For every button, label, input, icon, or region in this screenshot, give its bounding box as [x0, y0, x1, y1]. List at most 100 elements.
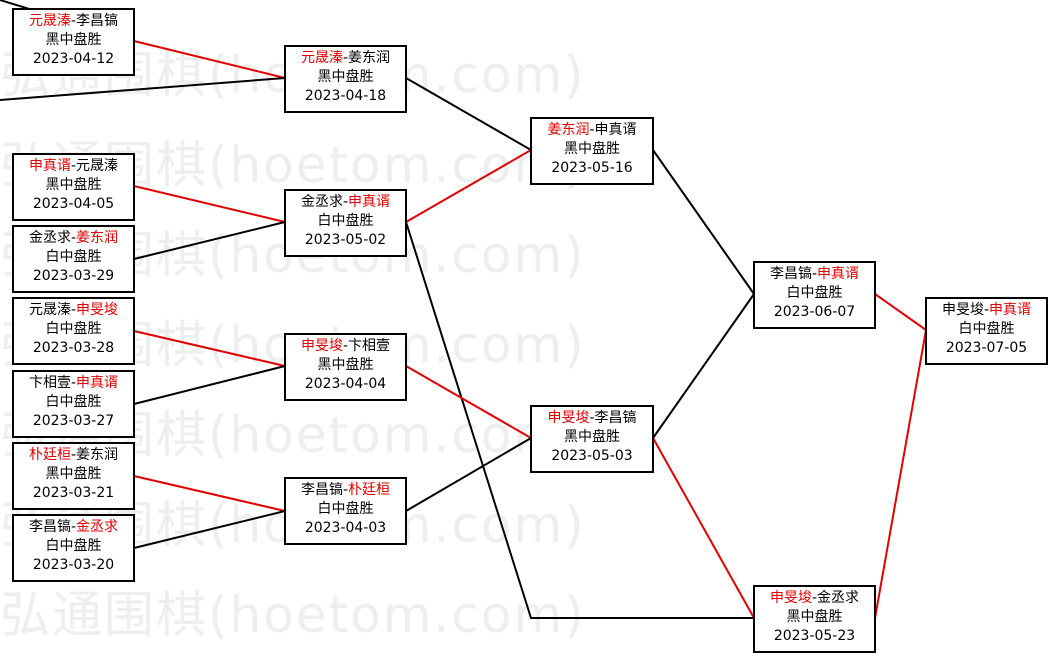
- player-black: 元晟溱: [300, 50, 343, 66]
- game-date: 2023-07-05: [945, 340, 1028, 356]
- separator: -: [589, 122, 595, 138]
- game-date: 2023-05-02: [304, 232, 387, 248]
- players-row: 金丞求-姜东润: [14, 229, 133, 248]
- connector-line: [405, 77, 532, 151]
- game-date: 2023-04-04: [304, 376, 387, 392]
- result-text: 黑中盘胜: [45, 466, 102, 482]
- connector-line: [652, 149, 755, 295]
- player-black: 李昌镐: [300, 482, 343, 498]
- match-box: 申旻埈-卞相壹黑中盘胜 2023-04-04: [284, 333, 407, 401]
- player-black: 申真谞: [28, 158, 71, 174]
- players-row: 李昌镐-申真谞: [755, 265, 874, 284]
- game-date: 2023-03-28: [32, 340, 115, 356]
- players-row: 申真谞-元晟溱: [14, 157, 133, 176]
- players-row: 申旻埈-金丞求: [755, 589, 874, 608]
- players-row: 李昌镐-金丞求: [14, 518, 133, 537]
- result-text: 白中盘胜: [45, 538, 102, 554]
- player-white: 卞相壹: [348, 338, 391, 354]
- result-text: 白中盘胜: [317, 501, 374, 517]
- player-white: 申真谞: [817, 266, 860, 282]
- connector-line: [405, 365, 532, 439]
- player-black: 申旻埈: [769, 590, 812, 606]
- game-date: 2023-03-20: [32, 557, 115, 573]
- player-black: 元晟溱: [28, 13, 71, 29]
- game-date: 2023-03-29: [32, 268, 115, 284]
- separator: -: [811, 266, 818, 282]
- result-text: 白中盘胜: [958, 321, 1015, 337]
- game-date: 2023-06-07: [773, 304, 856, 320]
- separator: -: [70, 375, 77, 391]
- separator: -: [342, 482, 349, 498]
- separator: -: [342, 338, 349, 354]
- separator: -: [70, 230, 77, 246]
- connector-line: [133, 330, 286, 367]
- match-box: 元晟溱-李昌镐黑中盘胜 2023-04-12: [12, 8, 135, 76]
- result-text: 黑中盘胜: [45, 32, 102, 48]
- connector-line: [652, 293, 755, 439]
- game-date: 2023-04-05: [32, 196, 115, 212]
- connector-line: [0, 77, 286, 101]
- player-white: 李昌镐: [594, 410, 637, 426]
- player-black: 元晟溱: [28, 302, 71, 318]
- connector-line: [133, 40, 286, 79]
- separator: -: [70, 447, 77, 463]
- player-black: 朴廷桓: [28, 447, 71, 463]
- players-row: 申旻埈-李昌镐: [532, 409, 652, 428]
- connector-line: [874, 329, 927, 619]
- connector-line: [405, 149, 532, 223]
- player-black: 卞相壹: [28, 375, 71, 391]
- result-text: 白中盘胜: [786, 285, 843, 301]
- players-row: 姜东润-申真谞: [532, 121, 652, 140]
- player-white: 申真谞: [989, 302, 1032, 318]
- result-text: 白中盘胜: [45, 394, 102, 410]
- separator: -: [811, 590, 818, 606]
- match-box: 李昌镐-申真谞白中盘胜 2023-06-07: [753, 261, 876, 329]
- player-black: 申旻埈: [547, 410, 590, 426]
- players-row: 李昌镐-朴廷桓: [286, 481, 405, 500]
- player-black: 李昌镐: [28, 519, 71, 535]
- player-white: 申真谞: [76, 375, 119, 391]
- result-text: 白中盘胜: [317, 213, 374, 229]
- player-white: 朴廷桓: [348, 482, 391, 498]
- connector-line: [133, 185, 286, 223]
- connector-line: [405, 221, 754, 619]
- players-row: 元晟溱-李昌镐: [14, 12, 133, 31]
- players-row: 申旻埈-卞相壹: [286, 337, 405, 356]
- result-text: 黑中盘胜: [317, 69, 374, 85]
- game-date: 2023-04-12: [32, 51, 115, 67]
- separator: -: [70, 519, 77, 535]
- game-date: 2023-04-18: [304, 88, 387, 104]
- player-white: 申真谞: [348, 194, 391, 210]
- match-box: 金丞求-申真谞白中盘胜 2023-05-02: [284, 189, 407, 257]
- player-white: 姜东润: [76, 447, 119, 463]
- match-box: 姜东润-申真谞黑中盘胜 2023-05-16: [530, 117, 654, 185]
- players-row: 卞相壹-申真谞: [14, 374, 133, 393]
- result-text: 白中盘胜: [45, 249, 102, 265]
- connector-line: [405, 437, 532, 512]
- separator: -: [70, 302, 77, 318]
- connector-line: [874, 293, 927, 331]
- separator: -: [342, 50, 349, 66]
- players-row: 元晟溱-姜东润: [286, 49, 405, 68]
- player-white: 姜东润: [76, 230, 119, 246]
- result-text: 黑中盘胜: [317, 357, 374, 373]
- result-text: 黑中盘胜: [45, 177, 102, 193]
- player-white: 李昌镐: [76, 13, 119, 29]
- player-black: 金丞求: [300, 194, 343, 210]
- players-row: 朴廷桓-姜东润: [14, 446, 133, 465]
- connector-line: [133, 365, 286, 405]
- result-text: 黑中盘胜: [564, 141, 620, 157]
- player-white: 金丞求: [76, 519, 119, 535]
- players-row: 元晟溱-申旻埈: [14, 301, 133, 320]
- separator: -: [342, 194, 349, 210]
- player-white: 申真谞: [594, 122, 637, 138]
- game-date: 2023-05-16: [551, 160, 633, 176]
